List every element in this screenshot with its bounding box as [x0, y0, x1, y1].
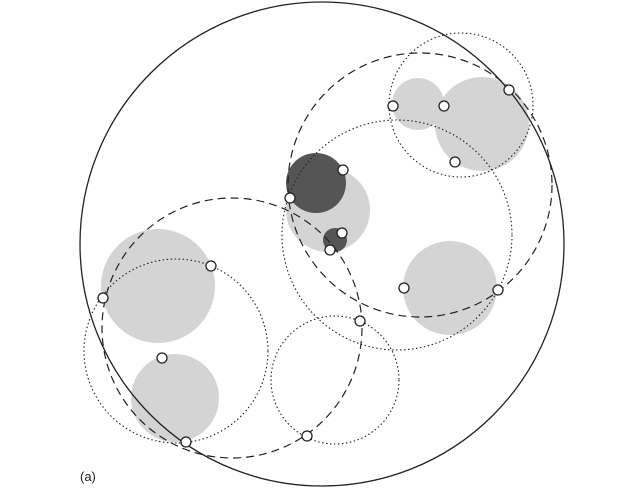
light-disk-left-upper — [101, 229, 215, 343]
point — [438, 100, 450, 112]
point — [492, 284, 504, 296]
point — [337, 164, 349, 176]
point — [180, 436, 192, 448]
point — [503, 84, 515, 96]
light-disk-left-lower — [131, 354, 219, 442]
dashed-circle-right — [287, 52, 553, 318]
point — [336, 227, 348, 239]
light-disk-top-small — [392, 78, 444, 130]
dotted-circle-center — [281, 119, 513, 351]
dashed-circles — [101, 52, 553, 459]
point — [156, 352, 168, 364]
point — [97, 292, 109, 304]
point — [324, 244, 336, 256]
point — [387, 100, 399, 112]
dotted-circle-top — [388, 32, 534, 178]
outer-solid-circle — [79, 1, 565, 487]
point — [301, 430, 313, 442]
point — [284, 192, 296, 204]
light-disk-right — [403, 241, 497, 335]
dotted-circle-bottom — [270, 315, 400, 445]
point — [205, 260, 217, 272]
panel-label: (a) — [80, 469, 96, 484]
point — [354, 315, 366, 327]
contact-points — [97, 84, 515, 448]
dotted-circle-left — [83, 258, 269, 444]
dotted-circles — [83, 32, 534, 445]
dashed-circle-left — [101, 197, 363, 459]
point — [449, 156, 461, 168]
point — [398, 282, 410, 294]
filled-disks — [101, 77, 529, 442]
light-disk-top-large — [435, 77, 529, 171]
dark-disk-large — [286, 153, 346, 213]
